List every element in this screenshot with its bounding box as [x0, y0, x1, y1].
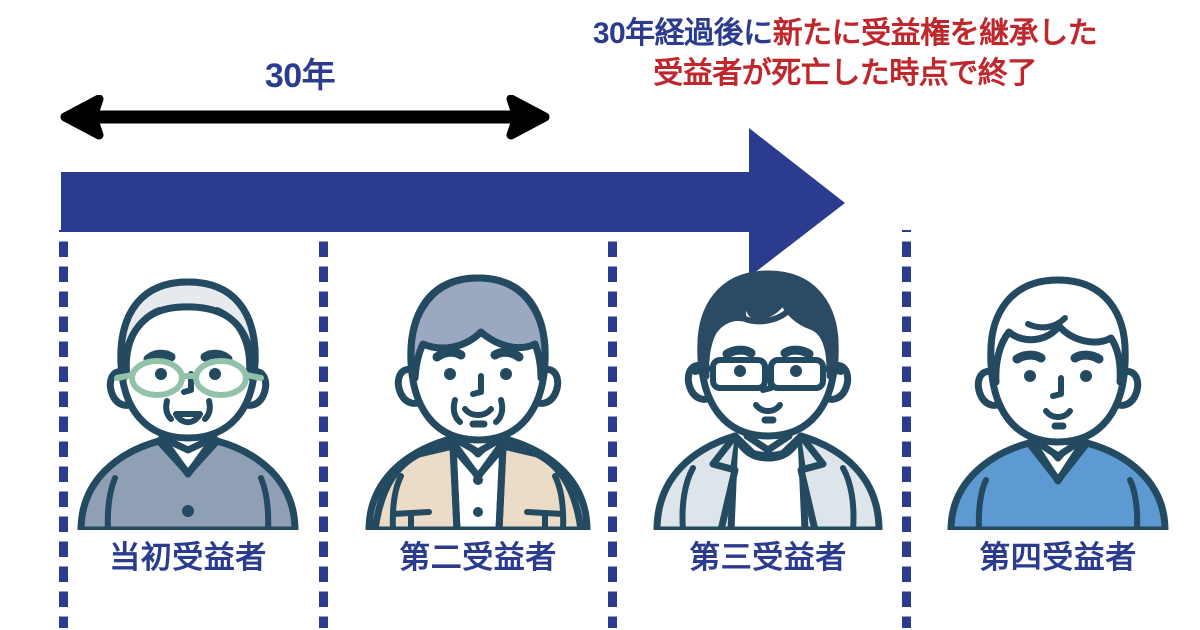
beneficiary-label-1: 当初受益者	[109, 540, 267, 575]
beneficiary-cell-2: 第二受益者	[353, 268, 603, 598]
avatar-elderly-man-glasses-cardigan	[77, 278, 299, 530]
headline-line-1: 30年経過後に新たに受益権を継承した	[500, 14, 1190, 54]
headline-line-2: 受益者が死亡した時点で終了	[653, 56, 1037, 90]
beneficiary-cell-1: 当初受益者	[63, 268, 313, 598]
beneficiary-label-2: 第二受益者	[399, 540, 557, 575]
divider-4	[902, 230, 911, 628]
headline-red-text-1: 新たに受益権を継承した	[772, 17, 1098, 50]
divider-2	[319, 230, 328, 628]
headline-blue-text: 30年経過後に	[592, 17, 773, 50]
divider-1	[59, 230, 68, 628]
avatar-young-man-vneck	[947, 276, 1169, 530]
beneficiary-cell-4: 第四受益者	[933, 268, 1183, 598]
divider-3	[608, 230, 617, 628]
beneficiary-cell-3: 第三受益者	[643, 268, 893, 598]
beneficiary-label-4: 第四受益者	[979, 540, 1137, 575]
measure-double-arrow	[60, 95, 550, 140]
beneficiary-label-3: 第三受益者	[689, 540, 847, 575]
headline: 30年経過後に新たに受益権を継承した 受益者が死亡した時点で終了	[500, 14, 1190, 94]
timeline-arrow	[61, 128, 845, 277]
avatar-older-man-vest	[365, 274, 591, 530]
avatar-man-glasses-jacket	[653, 270, 883, 530]
span-label: 30年	[264, 57, 336, 95]
